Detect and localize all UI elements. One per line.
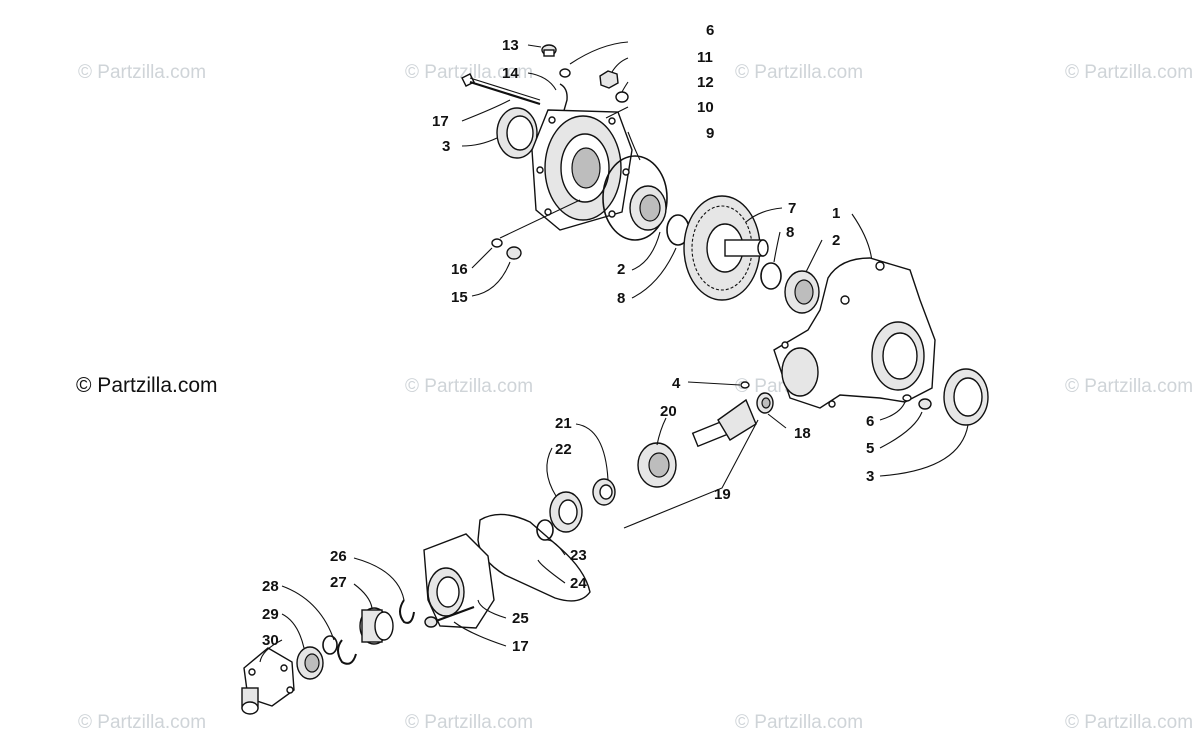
part-output-flange-30[interactable] xyxy=(241,647,295,715)
callout-label: 11 xyxy=(697,49,713,66)
part-bearing-20[interactable] xyxy=(637,442,677,488)
watermark: © Partzilla.com xyxy=(405,712,533,733)
part-bolt-17-top[interactable] xyxy=(461,73,541,106)
part-breather-14[interactable] xyxy=(559,83,568,115)
part-shim-8-right[interactable] xyxy=(760,262,782,290)
callout-label: 16 xyxy=(451,261,468,278)
leader-lines-middle xyxy=(537,381,969,584)
part-washer-16[interactable] xyxy=(491,238,503,248)
watermark: © Partzilla.com xyxy=(1065,712,1193,733)
part-washer-6-top[interactable] xyxy=(559,68,571,78)
watermark: © Partzilla.com xyxy=(405,62,533,83)
part-oring-23[interactable] xyxy=(536,519,554,541)
part-bearing-2-right[interactable] xyxy=(784,270,820,314)
watermark: © Partzilla.com xyxy=(735,712,863,733)
callout-label: 19 xyxy=(714,486,731,503)
callout-label: 7 xyxy=(788,200,796,217)
callout-label: 21 xyxy=(555,415,572,432)
callout-label: 18 xyxy=(794,425,811,442)
callout-label: 12 xyxy=(697,74,714,91)
pinion-assembly xyxy=(477,381,969,602)
callout-label: 10 xyxy=(697,99,714,116)
callout-label: 6 xyxy=(706,22,714,39)
part-nut-22[interactable] xyxy=(549,491,583,533)
part-snapring-9[interactable] xyxy=(602,155,668,241)
part-snapring-28[interactable] xyxy=(337,639,357,665)
callout-numbers: 13 6 14 11 12 17 10 3 9 7 1 8 2 16 15 2 … xyxy=(262,22,874,655)
callout-label: 14 xyxy=(502,65,519,82)
callout-label: 1 xyxy=(832,205,840,222)
callout-label: 17 xyxy=(432,113,449,130)
part-bearing-27[interactable] xyxy=(359,607,394,645)
watermark: © Partzilla.com xyxy=(1065,376,1193,397)
callout-label: 22 xyxy=(555,441,572,458)
leader-lines-lower xyxy=(259,557,507,663)
callout-label: 8 xyxy=(617,290,625,307)
pinion-set-bracket xyxy=(623,419,759,529)
callout-label: 25 xyxy=(512,610,529,627)
part-housing-25[interactable] xyxy=(423,533,495,629)
watermark-layer: © Partzilla.com © Partzilla.com © Partzi… xyxy=(76,62,1193,733)
part-pinion-shaft[interactable] xyxy=(691,398,757,448)
part-housing-1[interactable] xyxy=(773,257,936,409)
callout-label: 6 xyxy=(866,413,874,430)
callout-label: 2 xyxy=(617,261,625,278)
watermark: © Partzilla.com xyxy=(78,712,206,733)
part-oring-12[interactable] xyxy=(615,91,629,103)
callout-label: 17 xyxy=(512,638,529,655)
part-bolt-17-bottom[interactable] xyxy=(424,605,475,628)
part-snapring-26[interactable] xyxy=(399,599,415,624)
part-pin-4[interactable] xyxy=(740,381,750,389)
callout-label: 13 xyxy=(502,37,519,54)
callout-label: 26 xyxy=(330,548,347,565)
callout-label: 24 xyxy=(570,575,587,592)
callout-label: 4 xyxy=(672,375,681,392)
callout-label: 3 xyxy=(442,138,450,155)
part-collar-21[interactable] xyxy=(592,478,616,506)
watermark: © Partzilla.com xyxy=(78,62,206,83)
lower-assembly xyxy=(241,533,507,715)
callout-label: 30 xyxy=(262,632,279,649)
callout-label: 23 xyxy=(570,547,587,564)
part-gasket-24[interactable] xyxy=(477,513,591,602)
leader-lines-upper xyxy=(461,41,873,299)
part-seal-3-top[interactable] xyxy=(496,107,538,159)
main-watermark: © Partzilla.com xyxy=(76,374,218,397)
callout-label: 8 xyxy=(786,224,794,241)
callout-label: 2 xyxy=(832,232,840,249)
watermark: © Partzilla.com xyxy=(1065,62,1193,83)
part-plug-13[interactable] xyxy=(541,44,557,57)
callout-label: 15 xyxy=(451,289,468,306)
callout-label: 3 xyxy=(866,468,874,485)
part-ring-gear-7[interactable] xyxy=(683,195,769,301)
upper-assembly xyxy=(461,41,873,314)
callout-label: 20 xyxy=(660,403,677,420)
watermark: © Partzilla.com xyxy=(405,376,533,397)
part-cover-10[interactable] xyxy=(531,109,633,231)
part-bearing-29[interactable] xyxy=(296,646,324,680)
callout-label: 5 xyxy=(866,440,874,457)
callout-label: 9 xyxy=(706,125,714,142)
part-nut-11[interactable] xyxy=(599,70,619,89)
part-bearing-2-left[interactable] xyxy=(629,185,667,231)
part-bolt-5[interactable] xyxy=(918,398,932,410)
part-seal-3-right[interactable] xyxy=(943,368,989,426)
part-bearing-18[interactable] xyxy=(756,392,774,414)
callout-label: 28 xyxy=(262,578,279,595)
callout-label: 27 xyxy=(330,574,347,591)
watermark: © Partzilla.com xyxy=(735,62,863,83)
callout-label: 29 xyxy=(262,606,279,623)
part-washer-6-right[interactable] xyxy=(902,394,912,402)
part-oring-29[interactable] xyxy=(322,635,338,655)
part-plug-15[interactable] xyxy=(506,246,522,260)
